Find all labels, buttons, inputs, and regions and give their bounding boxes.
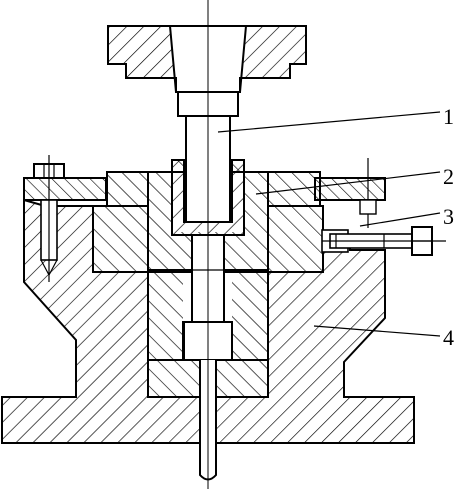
side-screw-part-3 [321, 226, 446, 256]
label-4: 4 [443, 325, 454, 350]
top-ram [107, 25, 307, 117]
left-clamp-plate [23, 177, 107, 201]
label-3: 3 [443, 204, 454, 229]
label-1: 1 [443, 104, 454, 129]
right-clamp-plate [314, 177, 386, 201]
right-clamp-bolt [359, 158, 377, 228]
left-bolt [33, 155, 65, 282]
label-2: 2 [443, 164, 454, 189]
leader-lines [217, 111, 441, 337]
die-block-part-2 [92, 160, 324, 273]
